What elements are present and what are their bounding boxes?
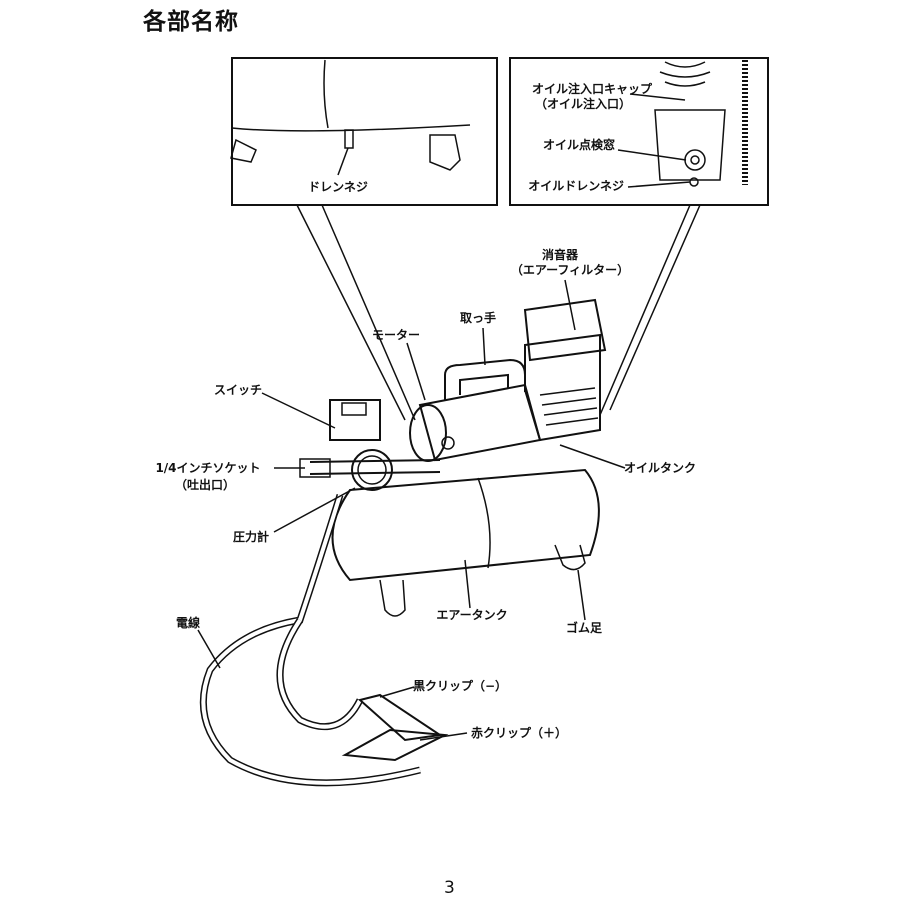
pump-head bbox=[524, 333, 601, 442]
oil-drain-label: オイルドレンネジ bbox=[528, 179, 624, 193]
red-clip bbox=[341, 728, 449, 762]
muffler-sub-label: （エアーフィルター） bbox=[510, 263, 630, 277]
inset-oil-box bbox=[509, 57, 769, 206]
motor bbox=[418, 383, 542, 462]
muffler-label: 消音器 bbox=[541, 248, 579, 262]
switch-label: スイッチ bbox=[213, 383, 263, 397]
handle-label: 取っ手 bbox=[459, 311, 497, 325]
socket-label: 1/4インチソケット bbox=[155, 461, 261, 475]
oil-cap-sub-label: （オイル注入口） bbox=[534, 97, 632, 111]
black-clip-label: 黒クリップ（−） bbox=[412, 679, 508, 693]
socket-sub-label: （吐出口） bbox=[174, 478, 236, 492]
motor-label: モーター bbox=[371, 328, 421, 342]
page-title: 各部名称 bbox=[143, 9, 239, 35]
drain-screw-label: ドレンネジ bbox=[308, 180, 368, 194]
switch-box bbox=[329, 399, 381, 441]
oil-cap-label: オイル注入口キャップ bbox=[531, 82, 652, 96]
page-number: 3 bbox=[444, 878, 455, 898]
inset-drain-box bbox=[231, 57, 498, 206]
gauge-label: 圧力計 bbox=[232, 530, 270, 544]
air-tank-label: エアータンク bbox=[436, 608, 508, 622]
oil-window-label: オイル点検窓 bbox=[542, 138, 615, 152]
cable-label: 電線 bbox=[175, 616, 201, 630]
oil-tank-label: オイルタンク bbox=[623, 461, 697, 475]
handle bbox=[444, 358, 526, 400]
red-clip-label: 赤クリップ（＋） bbox=[470, 726, 568, 740]
rubber-foot-label: ゴム足 bbox=[565, 621, 603, 635]
pressure-gauge bbox=[351, 449, 393, 491]
